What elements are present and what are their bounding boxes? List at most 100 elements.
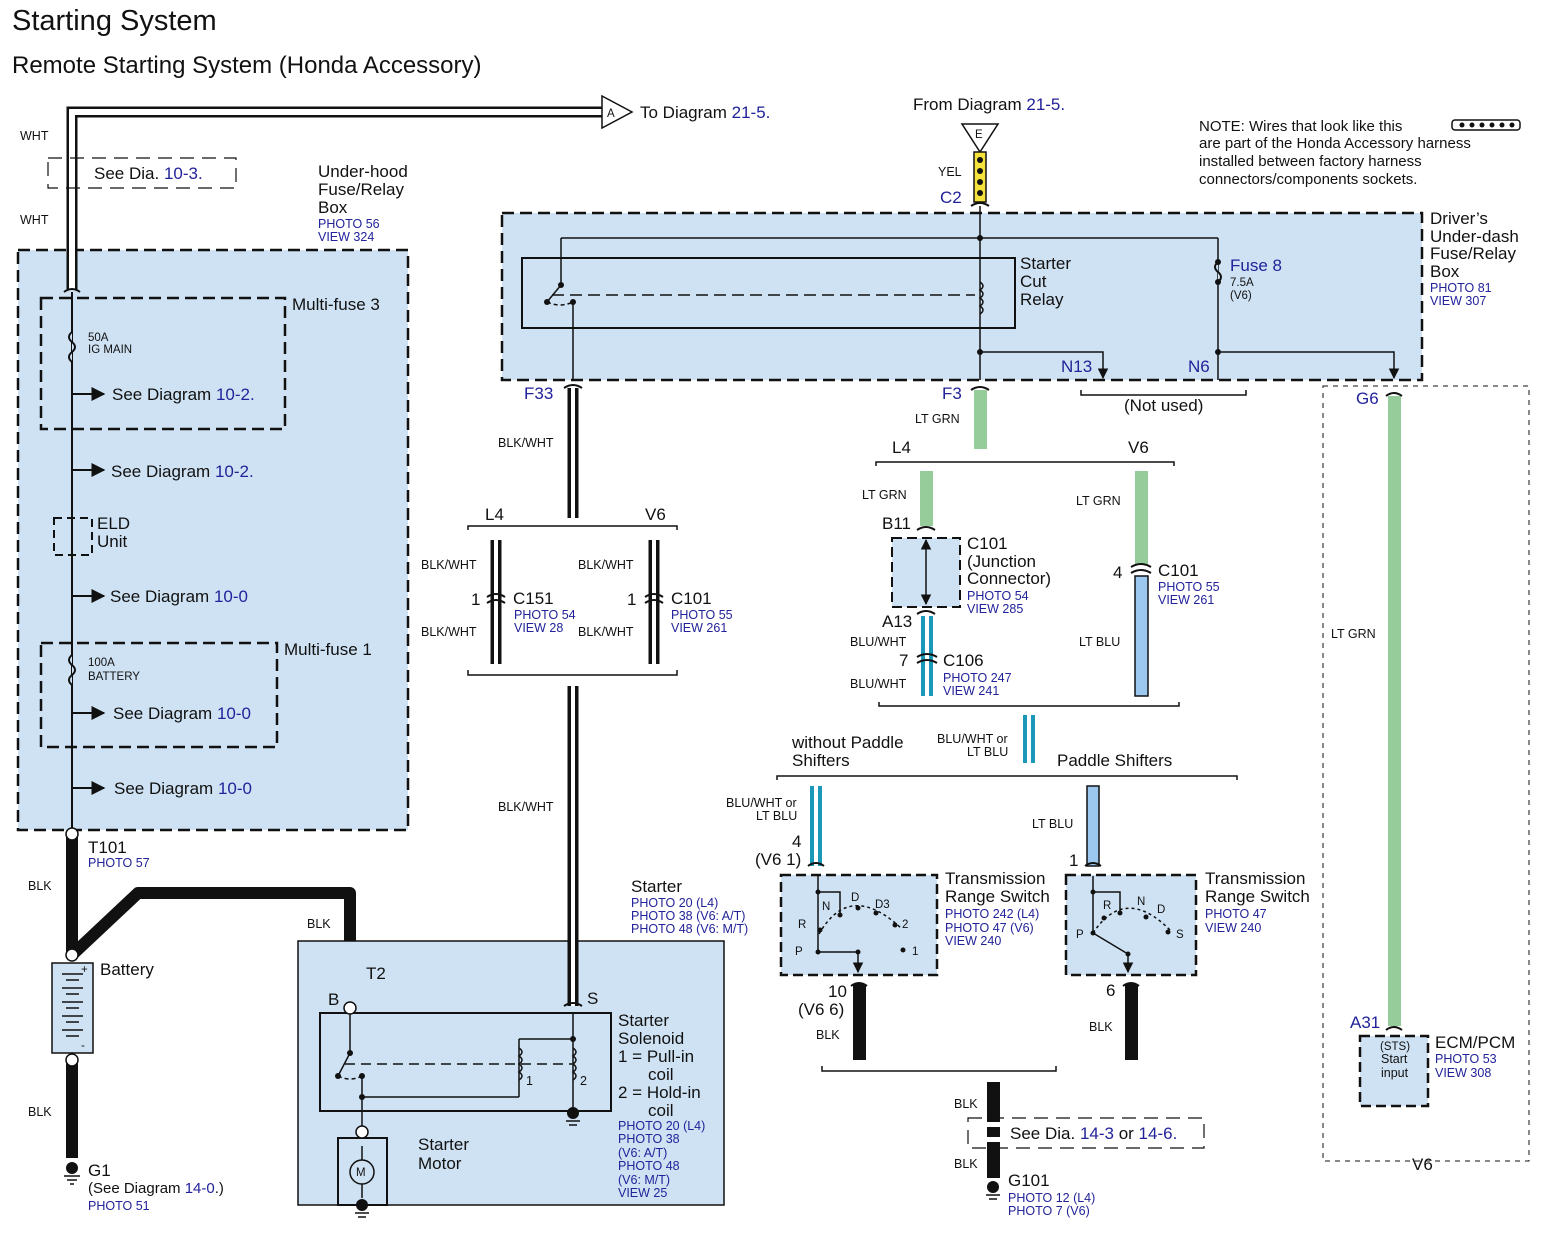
f33-terminal: F33	[524, 384, 553, 403]
c101-a-label: C101	[671, 589, 712, 608]
c106-pin: 7	[899, 651, 908, 670]
starter-photo-1[interactable]: PHOTO 20 (L4)	[631, 896, 718, 910]
motor-terminal	[355, 1125, 369, 1139]
trs-a-pin-top-1: 4	[792, 832, 801, 851]
trs-a-ref-1[interactable]: PHOTO 242 (L4)	[945, 907, 1039, 921]
solenoid-ref-5: (V6: M/T)	[618, 1173, 670, 1187]
solenoid-label-3: 1 = Pull-in	[618, 1047, 694, 1066]
relay-label-3: Relay	[1020, 290, 1064, 309]
g101-photo-2[interactable]: PHOTO 7 (V6)	[1008, 1204, 1090, 1218]
ecm-photo-link[interactable]: PHOTO 53	[1435, 1052, 1497, 1066]
multi-fuse-1-label: Multi-fuse 1	[284, 640, 372, 659]
trs-a-pos-n: N	[822, 901, 830, 913]
trs-a-ref-3[interactable]: VIEW 240	[945, 934, 1001, 948]
to-diagram-link[interactable]: 21-5	[732, 103, 766, 122]
l4-v6-bracket-bot-a	[467, 670, 678, 676]
underhood-label-3: Box	[318, 198, 348, 217]
c151-label: C151	[513, 589, 554, 608]
see-diagram-3: See Diagram 10-0	[110, 587, 248, 606]
yel-label: YEL	[938, 165, 962, 179]
blk-wht-wire	[490, 388, 660, 1006]
c151-photo-link[interactable]: PHOTO 54	[514, 608, 576, 622]
c101-b-photo-link[interactable]: PHOTO 55	[1158, 580, 1220, 594]
t101-photo-link[interactable]: PHOTO 57	[88, 856, 150, 870]
c101-jc-view-link[interactable]: VIEW 285	[967, 602, 1023, 616]
blk-wht-label-6: BLK/WHT	[498, 800, 554, 814]
c151-view-link[interactable]: VIEW 28	[514, 621, 563, 635]
ecm-inner-1: (STS)	[1380, 1041, 1410, 1053]
ground-g1-icon	[64, 1162, 80, 1185]
coil-1-label: 1	[526, 1074, 533, 1088]
not-used-label: (Not used)	[1124, 396, 1203, 415]
t101-terminal	[65, 827, 79, 841]
drivers-box-photo-link[interactable]: PHOTO 81	[1430, 281, 1492, 295]
starter-photo-3[interactable]: PHOTO 48 (V6: M/T)	[631, 922, 748, 936]
see-diagram-1-link[interactable]: 10-2	[216, 385, 250, 404]
g101-label: G101	[1008, 1171, 1050, 1190]
relay-label-2: Cut	[1020, 272, 1047, 291]
trs-a-pos-p: P	[795, 946, 803, 958]
trs-a-pin-bot-2: (V6 6)	[798, 1000, 844, 1019]
c101-jc-label-1: C101	[967, 534, 1008, 553]
lt-blu-wire-trs-b	[1086, 785, 1100, 867]
l4-v6-bracket-top-a	[467, 525, 678, 530]
see-dia-10-3-link[interactable]: 10-3	[164, 164, 198, 183]
see-diagram-3-link[interactable]: 10-0	[214, 587, 248, 606]
trs-b-pos-d: D	[1157, 904, 1165, 916]
lt-grn-label-2: LT GRN	[862, 488, 907, 502]
l4-label-a: L4	[485, 505, 504, 524]
c151-connector-icon	[486, 593, 506, 598]
g1-label: G1	[88, 1161, 111, 1180]
n13-terminal: N13	[1061, 357, 1092, 376]
from-diagram-link[interactable]: 21-5	[1026, 95, 1060, 114]
l4-v6-bracket-bot-b	[878, 702, 1180, 707]
underhood-fuse-relay-box	[16, 248, 410, 832]
underhood-view-link[interactable]: VIEW 324	[318, 230, 374, 244]
c106-photo-link[interactable]: PHOTO 247	[943, 671, 1012, 685]
c101-b-view-link[interactable]: VIEW 261	[1158, 593, 1214, 607]
drivers-box-view-link[interactable]: VIEW 307	[1430, 294, 1486, 308]
see-dia-14-3-link[interactable]: 14-3	[1080, 1124, 1114, 1143]
solenoid-ref-2[interactable]: PHOTO 38	[618, 1132, 680, 1146]
drivers-box-label-4: Box	[1430, 262, 1460, 281]
note-line-2: are part of the Honda Accessory harness	[1199, 135, 1471, 152]
wht-wire	[66, 106, 605, 290]
g101-photo-1[interactable]: PHOTO 12 (L4)	[1008, 1191, 1095, 1205]
underhood-bus-wire	[71, 292, 106, 830]
g1-see-link[interactable]: 14-0	[185, 1180, 215, 1197]
see-diagram-4: See Diagram 10-0	[113, 704, 251, 723]
ecm-view-link[interactable]: VIEW 308	[1435, 1066, 1491, 1080]
starter-label: Starter	[631, 877, 682, 896]
trs-b-ref-1[interactable]: PHOTO 47	[1205, 907, 1267, 921]
blk-wht-label-3: BLK/WHT	[421, 625, 477, 639]
c101-jc-photo-link[interactable]: PHOTO 54	[967, 589, 1029, 603]
solenoid-ref-6[interactable]: VIEW 25	[618, 1186, 667, 1200]
c101-a-photo-link[interactable]: PHOTO 55	[671, 608, 733, 622]
see-diagram-5-link[interactable]: 10-0	[218, 779, 252, 798]
trs-a-ref-2[interactable]: PHOTO 47 (V6)	[945, 921, 1034, 935]
g1-photo-link[interactable]: PHOTO 51	[88, 1199, 150, 1213]
solenoid-ground-icon	[566, 1107, 580, 1126]
see-dia-14-3-box	[967, 1117, 1205, 1149]
trs-a-pin-top-2: (V6 1)	[755, 850, 801, 869]
starter-photo-2[interactable]: PHOTO 38 (V6: A/T)	[631, 909, 745, 923]
see-diagram-2-link[interactable]: 10-2	[215, 462, 249, 481]
multi-fuse-1-box	[39, 641, 279, 749]
blk-wht-label-1: BLK/WHT	[498, 436, 554, 450]
solenoid-label-5: 2 = Hold-in	[618, 1083, 701, 1102]
trs-a-pos-r: R	[798, 919, 806, 931]
c101-a-view-link[interactable]: VIEW 261	[671, 621, 727, 635]
c106-view-link[interactable]: VIEW 241	[943, 684, 999, 698]
trs-b-ref-2[interactable]: VIEW 240	[1205, 921, 1261, 935]
fuse-8-label[interactable]: Fuse 8	[1230, 256, 1282, 275]
solenoid-ref-1[interactable]: PHOTO 20 (L4)	[618, 1119, 705, 1133]
t101-label: T101	[88, 838, 127, 857]
trs-b-pos-n: N	[1137, 896, 1145, 908]
terminal-s-label: S	[587, 989, 598, 1008]
see-dia-14-6-link[interactable]: 14-6	[1139, 1124, 1173, 1143]
not-used-bracket	[1080, 390, 1247, 396]
see-diagram-4-link[interactable]: 10-0	[217, 704, 251, 723]
without-paddle-label-1: without Paddle	[791, 733, 904, 752]
solenoid-ref-4[interactable]: PHOTO 48	[618, 1159, 680, 1173]
underhood-photo-link[interactable]: PHOTO 56	[318, 217, 380, 231]
